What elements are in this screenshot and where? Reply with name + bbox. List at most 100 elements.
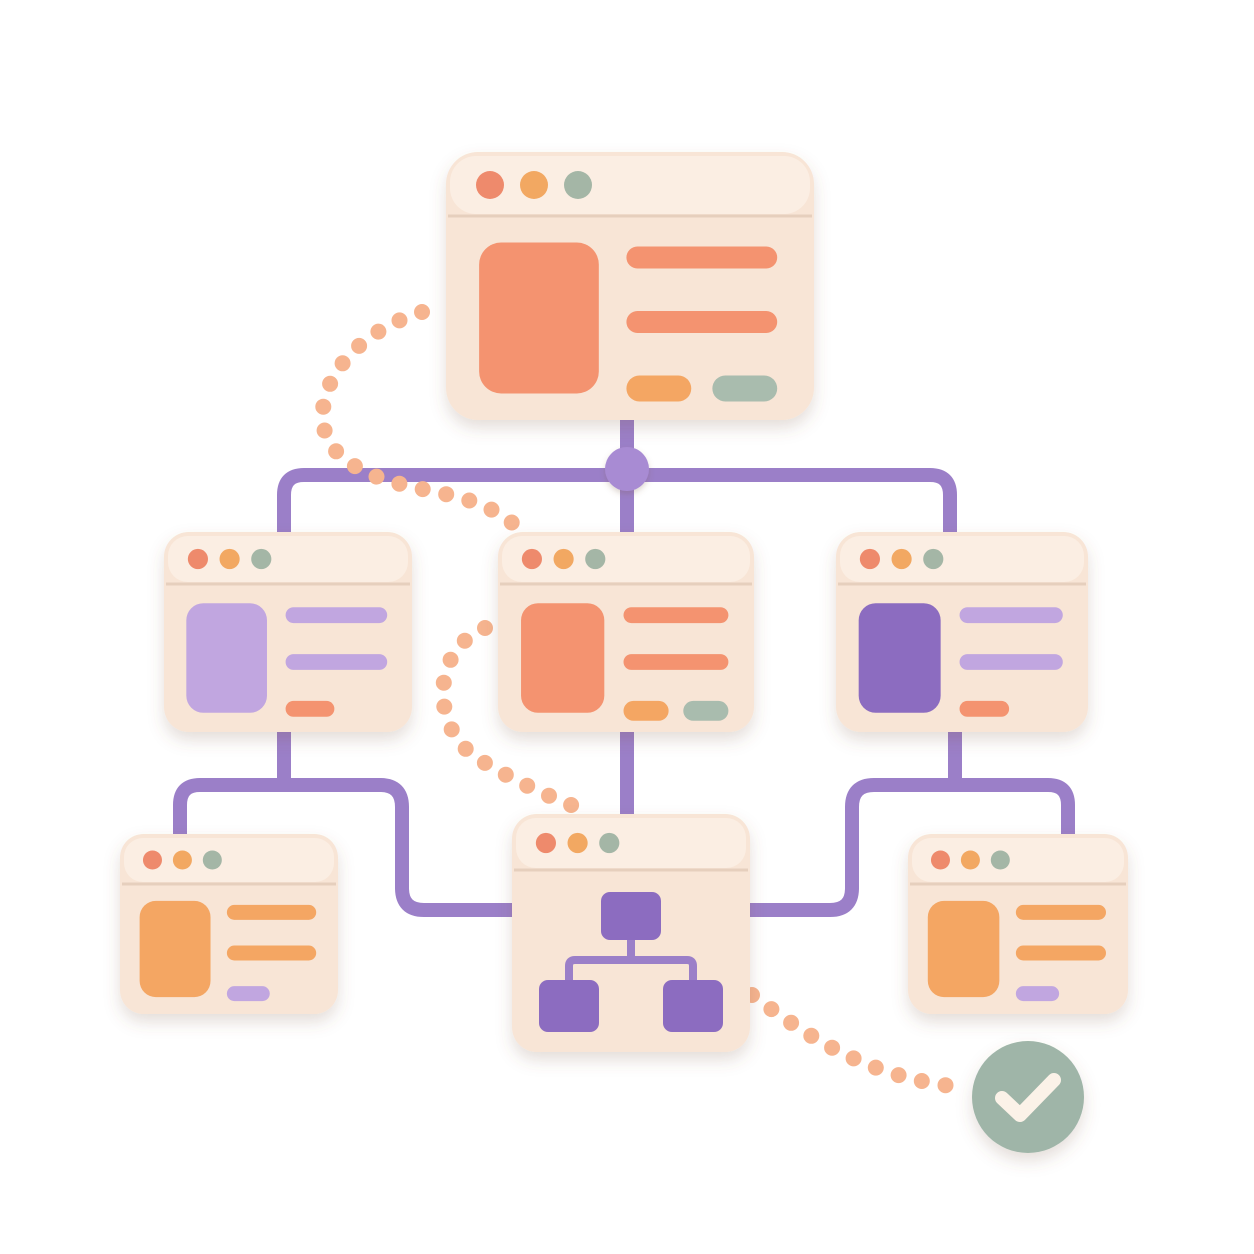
text-line-placeholder: [1015, 945, 1106, 961]
path-dot: [368, 468, 385, 485]
close-dot-icon: [187, 548, 208, 570]
sitemap-left-node: [539, 980, 599, 1032]
middle-right-window: [836, 532, 1088, 732]
path-dot: [351, 337, 368, 354]
window-titlebar: [516, 818, 746, 868]
path-dot: [563, 797, 580, 813]
text-line-placeholder: [285, 654, 388, 670]
text-line-placeholder: [226, 904, 317, 920]
path-dot: [414, 481, 431, 498]
close-dot-icon: [521, 548, 542, 570]
path-dot: [334, 355, 351, 372]
close-dot-icon: [142, 850, 162, 870]
maximize-dot-icon: [923, 548, 944, 570]
button-placeholder: [712, 375, 778, 402]
minimize-dot-icon: [219, 548, 240, 570]
path-dot: [322, 375, 339, 392]
maximize-dot-icon: [202, 850, 222, 870]
sitemap-right-node: [663, 980, 723, 1032]
path-dot: [414, 304, 430, 320]
dotted-path-lower: [744, 987, 954, 1094]
minimize-dot-icon: [172, 850, 192, 870]
text-line-placeholder: [626, 246, 778, 269]
bottom-right-window: [908, 834, 1128, 1014]
connector-hub-node: [605, 447, 649, 491]
path-dot: [867, 1059, 884, 1076]
path-dot: [391, 475, 408, 492]
close-dot-icon: [535, 832, 556, 854]
minimize-dot-icon: [553, 548, 574, 570]
middle-left-window: [164, 532, 412, 732]
minimize-dot-icon: [960, 850, 980, 870]
path-dot: [346, 458, 363, 475]
close-dot-icon: [859, 548, 880, 570]
path-dot: [316, 422, 333, 439]
middle-center-window: [498, 532, 754, 732]
maximize-dot-icon: [599, 832, 620, 854]
path-dot: [442, 651, 459, 668]
text-line-placeholder: [623, 654, 729, 670]
close-dot-icon: [476, 171, 504, 199]
path-dot: [391, 312, 408, 329]
short-line-placeholder: [959, 700, 1010, 717]
path-dot: [443, 721, 460, 738]
short-line-placeholder: [285, 700, 335, 717]
path-dot: [845, 1050, 862, 1067]
bottom-center-window: [512, 814, 750, 1052]
image-placeholder: [521, 603, 605, 713]
path-dot: [497, 766, 514, 783]
top-window: [446, 152, 814, 420]
image-placeholder: [139, 900, 211, 998]
button-placeholder: [683, 700, 729, 721]
image-placeholder: [858, 603, 941, 713]
short-line-placeholder: [226, 986, 270, 1002]
path-dot: [803, 1027, 820, 1044]
window-titlebar: [912, 838, 1124, 882]
dotted-path: [315, 304, 954, 1094]
connector-left-branch: [173, 778, 522, 917]
close-dot-icon: [930, 850, 950, 870]
text-line-placeholder: [626, 311, 778, 333]
path-dot: [457, 740, 474, 757]
button-placeholder: [626, 375, 692, 402]
text-line-placeholder: [959, 607, 1063, 624]
dotted-path-middle: [435, 620, 580, 813]
text-line-placeholder: [226, 945, 317, 961]
window-titlebar: [168, 536, 408, 582]
path-dot: [476, 754, 493, 771]
dotted-path-upper: [315, 304, 520, 531]
path-dot: [763, 1001, 780, 1018]
maximize-dot-icon: [564, 171, 592, 199]
short-line-placeholder: [1015, 986, 1060, 1002]
path-dot: [824, 1039, 841, 1056]
sitemap-root-node: [601, 892, 661, 940]
image-placeholder: [927, 900, 1000, 998]
path-dot: [913, 1073, 930, 1089]
path-dot: [890, 1067, 907, 1084]
path-dot: [456, 632, 473, 649]
path-dot: [315, 398, 332, 415]
path-dot: [541, 787, 557, 804]
window-titlebar: [124, 838, 334, 882]
maximize-dot-icon: [990, 850, 1010, 870]
minimize-dot-icon: [567, 832, 588, 854]
maximize-dot-icon: [251, 548, 272, 570]
connector-right-branch: [741, 778, 1075, 917]
image-placeholder: [479, 242, 599, 394]
window-titlebar: [502, 536, 750, 582]
path-dot: [937, 1077, 954, 1094]
path-dot: [328, 443, 345, 460]
path-dot: [477, 620, 493, 636]
window-titlebar: [840, 536, 1084, 582]
text-line-placeholder: [959, 654, 1063, 670]
path-dot: [370, 323, 387, 340]
path-dot: [783, 1014, 800, 1031]
text-line-placeholder: [1015, 904, 1106, 920]
path-dot: [519, 777, 536, 794]
text-line-placeholder: [285, 607, 388, 624]
path-dot: [503, 514, 520, 531]
path-dot: [435, 674, 452, 691]
check-icon: [972, 1041, 1084, 1153]
check-mark: [995, 1073, 1061, 1122]
